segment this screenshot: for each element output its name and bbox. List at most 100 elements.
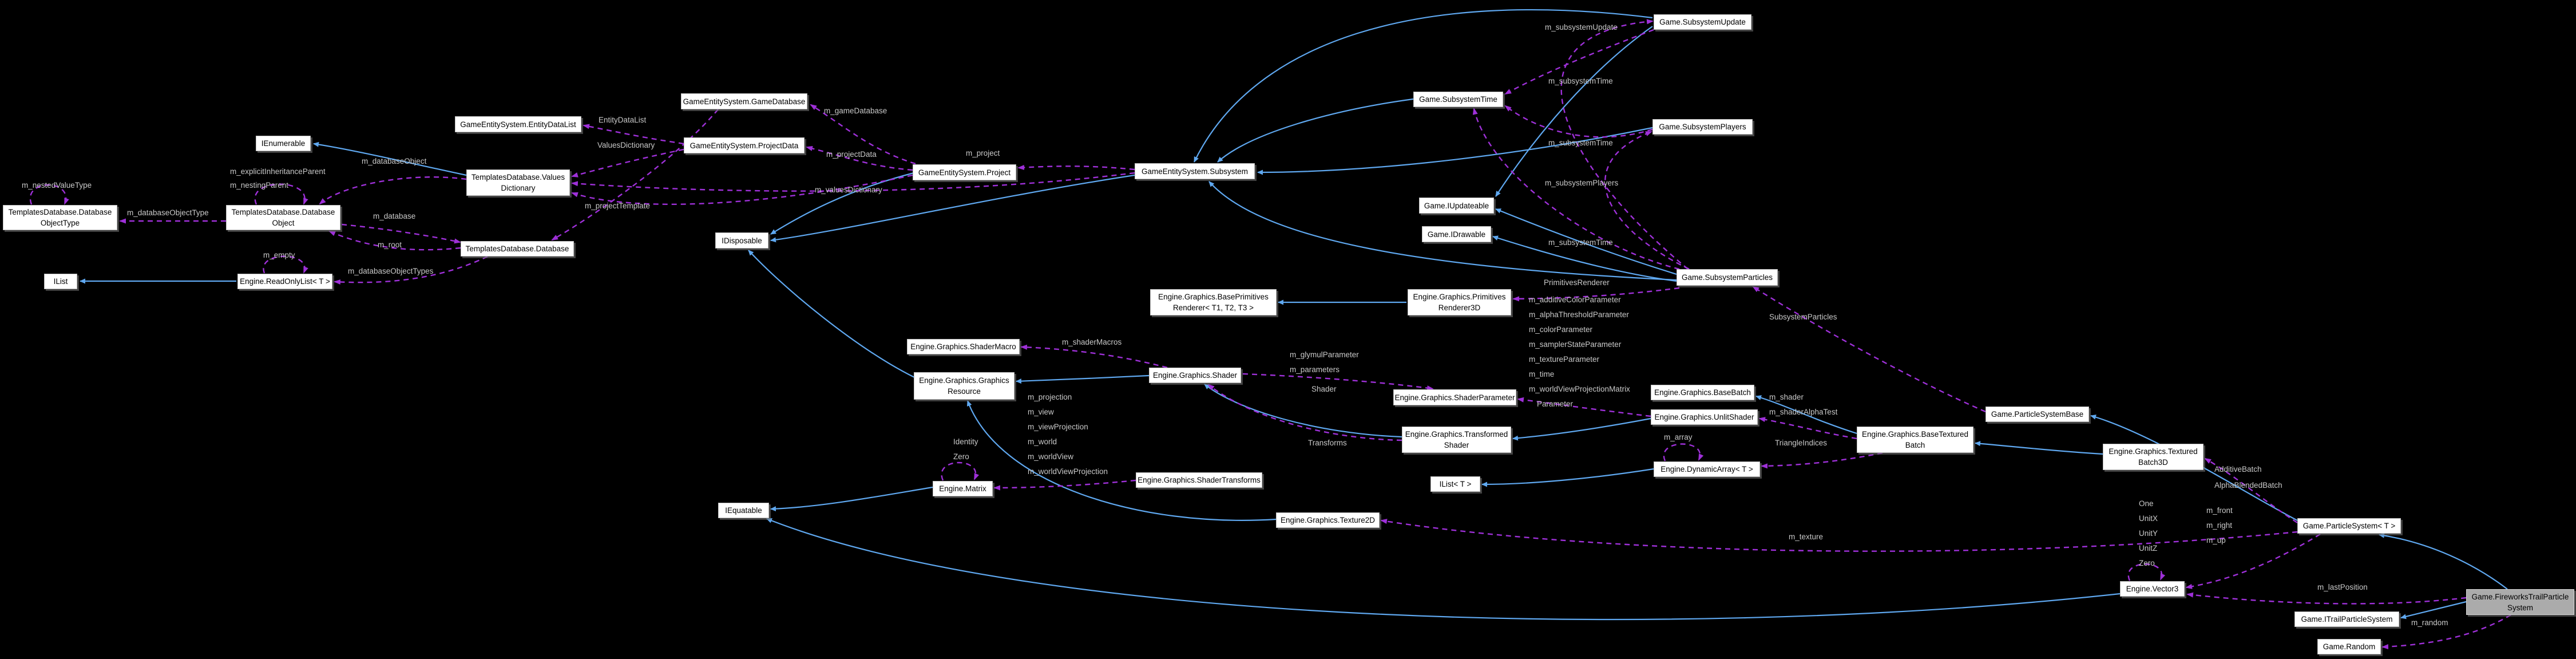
edge-label: m_subsystemUpdate bbox=[1545, 23, 1618, 31]
edge-label: m_root bbox=[378, 240, 402, 249]
edge-subsystemparticles-to-idrawable bbox=[1492, 235, 1677, 282]
edge-label: SubsystemParticles bbox=[1769, 313, 1837, 321]
class-node-gameentitysystem-project[interactable]: GameEntitySystem.Project bbox=[913, 164, 1016, 180]
class-node-iequatable[interactable]: IEquatable bbox=[718, 503, 769, 518]
edge-graphicsresource-to-idisposable bbox=[748, 250, 916, 378]
class-node-engine-graphics-shadermacro[interactable]: Engine.Graphics.ShaderMacro bbox=[907, 339, 1020, 354]
class-node-engine-readonlylist[interactable]: Engine.ReadOnlyList< T > bbox=[237, 274, 332, 289]
class-node-gameentitysystem-subsystem[interactable]: GameEntitySystem.Subsystem bbox=[1135, 163, 1255, 179]
class-node-game-particlesystem-t[interactable]: Game.ParticleSystem< T > bbox=[2297, 518, 2401, 534]
class-node-engine-dynamicarray[interactable]: Engine.DynamicArray< T > bbox=[1654, 461, 1760, 477]
class-node-ilist-t[interactable]: IList< T > bbox=[1430, 476, 1480, 492]
class-node-gameentitysystem-projectdata[interactable]: GameEntitySystem.ProjectData bbox=[684, 137, 804, 153]
edge-label: m_shaderMacros bbox=[1062, 338, 1122, 346]
class-node-ilist[interactable]: IList bbox=[44, 274, 77, 289]
class-node-label: Engine.Graphics.Texture2D bbox=[1280, 516, 1376, 524]
edge-label: m_projection bbox=[1028, 393, 1072, 401]
class-node-label: Game.ParticleSystemBase bbox=[1991, 410, 2084, 419]
edge-unlitshader-to-transformedshader bbox=[1512, 417, 1651, 441]
edge-label: m_worldViewProjection bbox=[1028, 467, 1108, 476]
edge-readonlylist-self-loop bbox=[263, 255, 308, 274]
edge-label: m_project bbox=[966, 149, 1000, 157]
class-node-label: Game.ParticleSystem< T > bbox=[2302, 522, 2396, 530]
class-node-engine-graphics-unlitshader[interactable]: Engine.Graphics.UnlitShader bbox=[1651, 409, 1758, 425]
class-node-engine-vector3[interactable]: Engine.Vector3 bbox=[2120, 581, 2185, 597]
edge-transformedshader-to-shader bbox=[1204, 384, 1402, 438]
class-node-engine-matrix[interactable]: Engine.Matrix bbox=[933, 481, 993, 496]
class-node-game-subsystemplayers[interactable]: Game.SubsystemPlayers bbox=[1652, 119, 1753, 135]
edge-label: Zero bbox=[2139, 559, 2155, 567]
edge-subsystemparticles-to-subsystem bbox=[1208, 181, 1677, 281]
class-node-engine-graphics-shadertransforms[interactable]: Engine.Graphics.ShaderTransforms bbox=[1136, 472, 1262, 488]
class-node-game-subsystemparticles[interactable]: Game.SubsystemParticles bbox=[1677, 269, 1778, 286]
edge-particlesystemt-to-texture2d bbox=[1380, 519, 2298, 552]
edge-label: m_shaderAlphaTest bbox=[1769, 408, 1838, 416]
edge-label: m_nestingParent bbox=[230, 181, 289, 190]
class-node-label: GameEntitySystem.Project bbox=[918, 168, 1011, 177]
edge-label: m_databaseObject bbox=[362, 157, 427, 165]
class-node-label: Engine.Graphics.ShaderTransforms bbox=[1138, 476, 1261, 484]
edge-subsystemparticles-to-iupdateable bbox=[1495, 208, 1677, 275]
edge-unlitshader-to-shaderparameter bbox=[1517, 397, 1651, 417]
class-node-label: TemplatesDatabase.Database bbox=[231, 208, 335, 216]
edge-label: m_up bbox=[2206, 536, 2226, 544]
edge-label: m_samplerStateParameter bbox=[1529, 340, 1622, 349]
class-node-label: Engine.ReadOnlyList< T > bbox=[240, 277, 330, 286]
edge-label: AlphaBlendedBatch bbox=[2214, 481, 2282, 490]
class-node-label: Renderer< T1, T2, T3 > bbox=[1172, 303, 1254, 312]
edge-fireworks-to-itrailparticlesystem bbox=[2400, 601, 2467, 619]
class-node-label: Object bbox=[272, 219, 295, 227]
class-node-game-subsystemtime[interactable]: Game.SubsystemTime bbox=[1413, 92, 1503, 107]
class-node-game-iupdateable[interactable]: Game.IUpdateable bbox=[1419, 198, 1494, 214]
class-node-templatesdatabase-database[interactable]: TemplatesDatabase.Database bbox=[461, 241, 574, 257]
edge-particlesystemt-to-vector3 bbox=[2185, 533, 2321, 589]
edge-subsystemparticles-to-primitivesrenderer3d bbox=[1512, 287, 1680, 302]
edge-label: Shader bbox=[1311, 385, 1337, 393]
edge-databaseobject-to-database bbox=[341, 223, 461, 244]
class-node-label: Dictionary bbox=[501, 184, 536, 192]
edge-label: m_texture bbox=[1789, 532, 1824, 541]
class-node-label: System bbox=[2507, 603, 2533, 612]
class-node-engine-graphics-texture2d[interactable]: Engine.Graphics.Texture2D bbox=[1276, 512, 1380, 528]
edge-matrix-to-iequatable bbox=[770, 486, 933, 512]
class-node-label: Engine.Vector3 bbox=[2126, 585, 2179, 593]
edge-label: m_worldViewProjectionMatrix bbox=[1529, 385, 1630, 393]
edge-subsystemparticles-to-subsystemtime bbox=[1472, 108, 1680, 270]
class-node-engine-graphics-shader[interactable]: Engine.Graphics.Shader bbox=[1149, 368, 1241, 383]
edge-label: m_gameDatabase bbox=[824, 106, 887, 115]
class-node-label: Engine.Graphics.ShaderParameter bbox=[1394, 393, 1515, 402]
class-node-game-random[interactable]: Game.Random bbox=[2317, 639, 2381, 654]
class-node-label: Engine.Graphics.BaseTextured bbox=[1861, 430, 1969, 439]
class-node-ienumerable[interactable]: IEnumerable bbox=[256, 136, 311, 151]
edge-transformedshader-to-shader-member bbox=[1207, 384, 1402, 441]
edge-basetexturedbatch-to-dynamicarray bbox=[1761, 452, 1883, 469]
edge-project-to-valuesdictionary bbox=[571, 174, 913, 205]
edge-label: m_subsystemTime bbox=[1548, 139, 1613, 147]
class-node-game-itrailparticlesystem[interactable]: Game.ITrailParticleSystem bbox=[2294, 611, 2399, 627]
class-node-game-particlesystembase[interactable]: Game.ParticleSystemBase bbox=[1985, 407, 2089, 422]
class-node-engine-graphics-shaderparameter[interactable]: Engine.Graphics.ShaderParameter bbox=[1393, 389, 1516, 405]
edge-label: m_additiveColorParameter bbox=[1529, 295, 1621, 304]
edge-project-to-projectdata bbox=[806, 145, 913, 171]
class-node-game-subsystemupdate[interactable]: Game.SubsystemUpdate bbox=[1654, 14, 1751, 30]
class-node-label: Engine.Matrix bbox=[939, 484, 986, 493]
class-node-game-idrawable[interactable]: Game.IDrawable bbox=[1422, 226, 1491, 242]
class-node-idisposable[interactable]: IDisposable bbox=[715, 232, 768, 248]
class-node-label: IEquatable bbox=[725, 506, 762, 515]
edge-label: EntityDataList bbox=[599, 116, 647, 124]
edge-label: ValuesDictionary bbox=[597, 141, 655, 149]
class-node-gameentitysystem-gamedatabase[interactable]: GameEntitySystem.GameDatabase bbox=[681, 93, 807, 109]
class-node-engine-graphics-basebatch[interactable]: Engine.Graphics.BaseBatch bbox=[1651, 385, 1754, 400]
class-node-gameentitysystem-entitydatalist[interactable]: GameEntitySystem.EntityDataList bbox=[455, 116, 581, 132]
